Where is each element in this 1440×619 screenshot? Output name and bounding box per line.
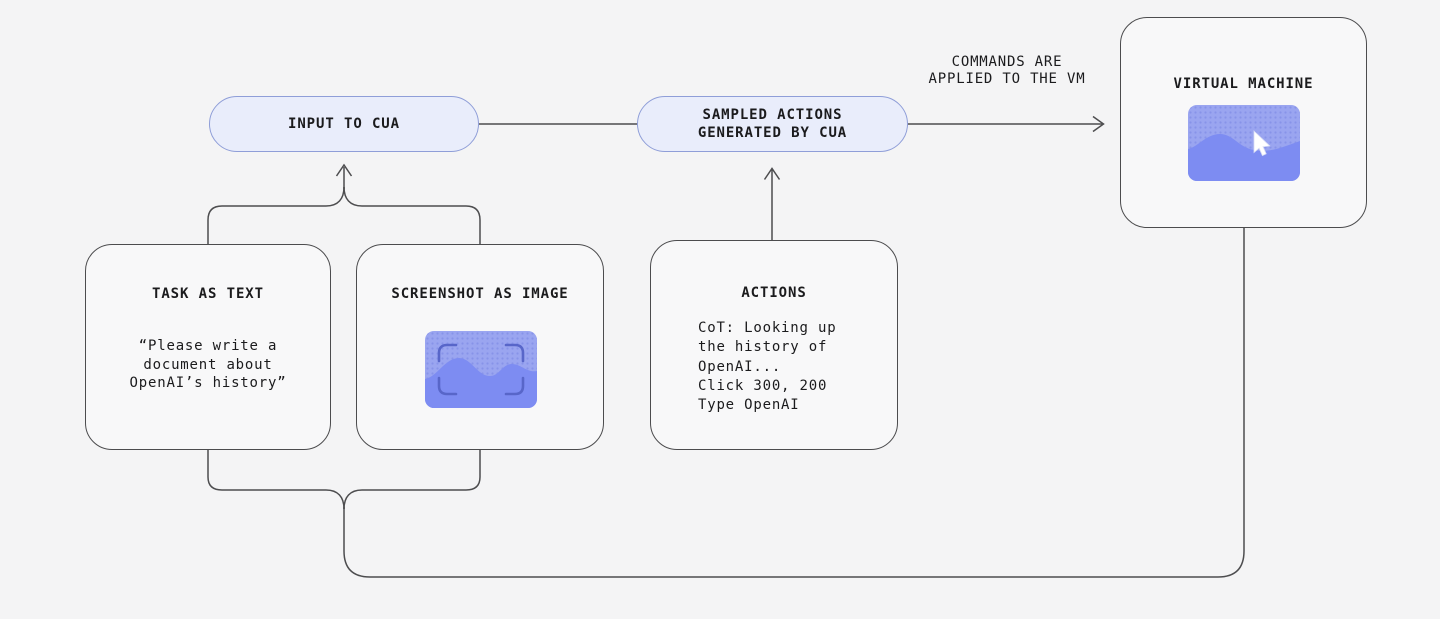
node-screenshot-as-image: SCREENSHOT AS IMAGE [356, 244, 604, 450]
viewfinder-brackets-icon [437, 343, 525, 396]
virtual-machine-title: VIRTUAL MACHINE [1173, 76, 1314, 92]
edge-label-commands-applied: COMMANDS ARE APPLIED TO THE VM [928, 54, 1086, 87]
mouse-cursor-icon [1253, 130, 1271, 157]
node-actions: ACTIONS CoT: Looking up the history of O… [650, 240, 898, 450]
arrowhead-up-icon [763, 167, 781, 180]
actions-title: ACTIONS [741, 285, 807, 301]
screenshot-as-image-title: SCREENSHOT AS IMAGE [391, 286, 569, 302]
brace-merge-up-right [343, 186, 481, 244]
arrowhead-up-icon [335, 163, 353, 177]
brace-merge-down-left [207, 450, 345, 510]
actions-log-text: CoT: Looking up the history of OpenAI...… [698, 320, 837, 414]
node-input-to-cua: INPUT TO CUA [209, 96, 479, 152]
arrowhead-right-icon [1092, 115, 1105, 133]
brace-merge-down-right [343, 450, 481, 510]
node-sampled-actions: SAMPLED ACTIONS GENERATED BY CUA [637, 96, 908, 152]
node-virtual-machine: VIRTUAL MACHINE [1120, 17, 1367, 228]
brace-merge-up-left [207, 186, 345, 244]
node-task-as-text: TASK AS TEXT “Please write a document ab… [85, 244, 331, 450]
task-as-text-title: TASK AS TEXT [152, 286, 264, 302]
screenshot-viewfinder-icon [425, 331, 537, 408]
task-quote-text: “Please write a document about OpenAI’s … [129, 338, 287, 391]
screen-with-cursor-icon [1188, 105, 1300, 181]
